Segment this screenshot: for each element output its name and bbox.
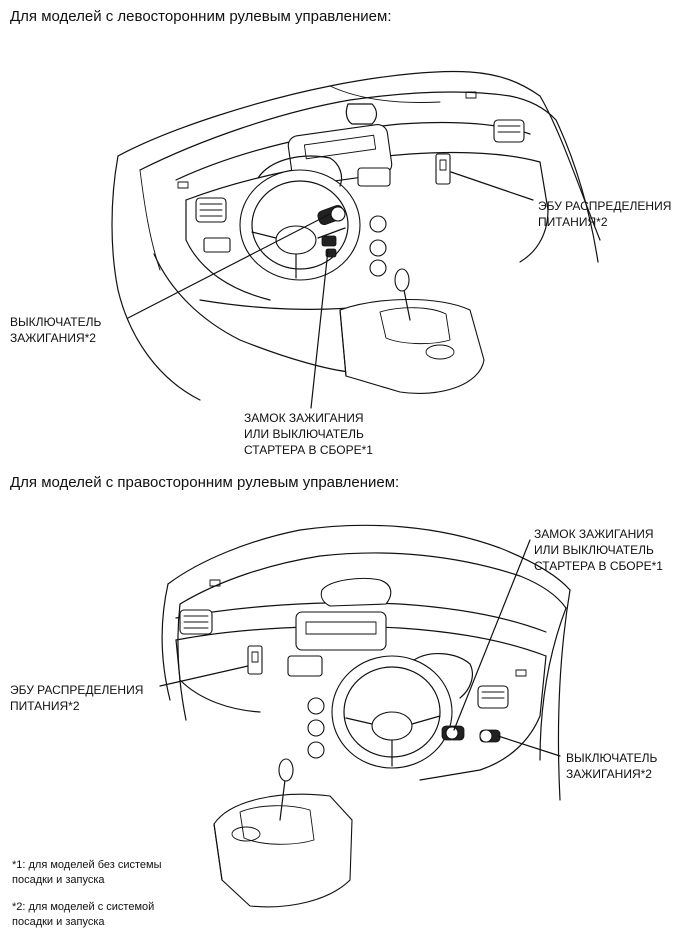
diagram1-ecu-label: ЭБУ РАСПРЕДЕЛЕНИЯ ПИТАНИЯ*2	[538, 199, 672, 229]
diagram2-lock-label: ЗАМОК ЗАЖИГАНИЯ ИЛИ ВЫКЛЮЧАТЕЛЬ СТАРТЕРА…	[534, 527, 663, 573]
diagram2-ignition-switch-label: ВЫКЛЮЧАТЕЛЬ ЗАЖИГАНИЯ*2	[566, 751, 658, 781]
diagram1-heading: Для моделей с левосторонним рулевым упра…	[10, 8, 392, 25]
footnote-1: *1: для моделей без системы посадки и за…	[12, 859, 162, 886]
diagram1-lock-label: ЗАМОК ЗАЖИГАНИЯ ИЛИ ВЫКЛЮЧАТЕЛЬ СТАРТЕРА…	[244, 411, 373, 457]
lhd-leader-lines	[127, 171, 534, 409]
footnote-2: *2: для моделей с системой посадки и зап…	[12, 901, 155, 928]
rhd-dashboard-outline	[161, 524, 571, 908]
diagram1-ignition-switch-label: ВЫКЛЮЧАТЕЛЬ ЗАЖИГАНИЯ*2	[10, 315, 102, 345]
diagram2-heading: Для моделей с правосторонним рулевым упр…	[10, 474, 400, 491]
lhd-dashboard-outline	[111, 70, 601, 401]
diagram2-ecu-label: ЭБУ РАСПРЕДЕЛЕНИЯ ПИТАНИЯ*2	[10, 683, 144, 713]
rhd-leader-lines	[159, 539, 561, 757]
